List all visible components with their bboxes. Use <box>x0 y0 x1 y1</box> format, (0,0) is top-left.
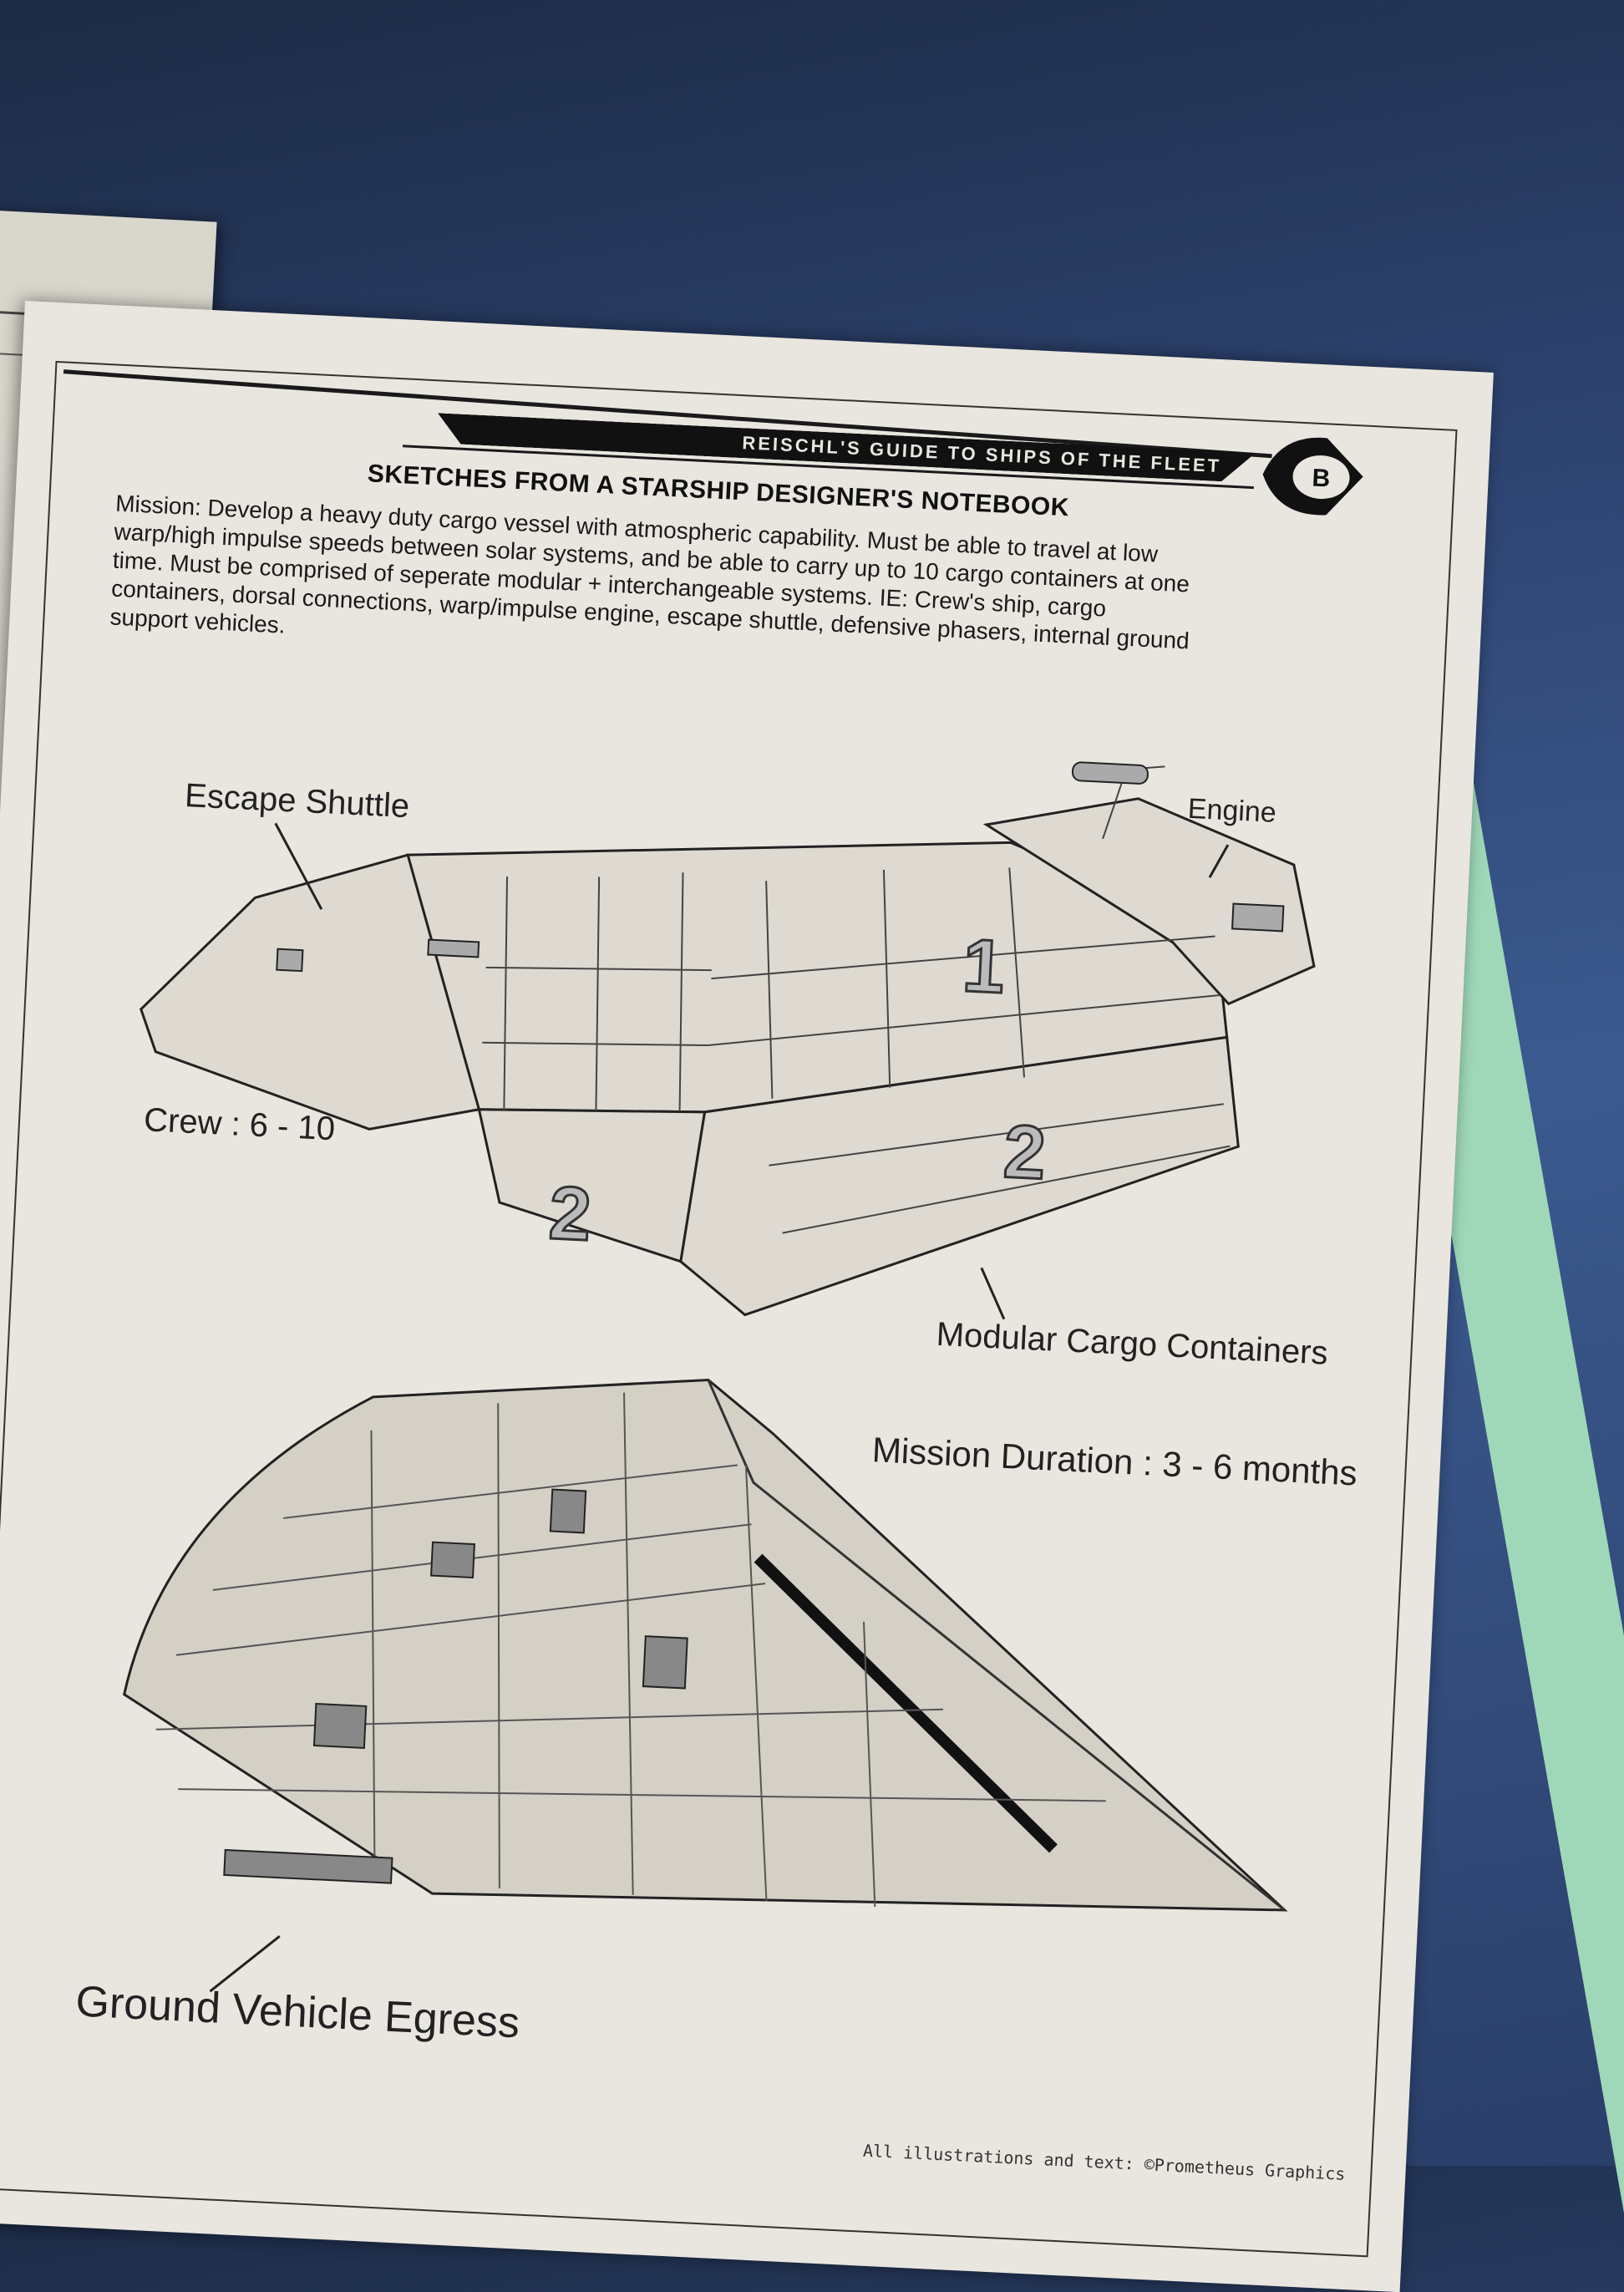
badge: B <box>1252 428 1373 526</box>
container-number: 1 <box>961 924 1007 1009</box>
container-number: 2 <box>547 1171 593 1257</box>
svg-text:B: B <box>1312 465 1331 493</box>
label-engine: Engine <box>1187 792 1277 829</box>
badge-icon: B <box>1262 437 1363 516</box>
cargo-ship-side-drawing <box>122 1378 1288 1912</box>
notebook-page: REISCHL'S GUIDE TO SHIPS OF THE FLEET B … <box>0 301 1494 2292</box>
container-number: 2 <box>1002 1110 1048 1196</box>
callout-lines <box>209 822 1230 1993</box>
cargo-ship-drawing: 1 2 2 <box>140 761 1316 1317</box>
